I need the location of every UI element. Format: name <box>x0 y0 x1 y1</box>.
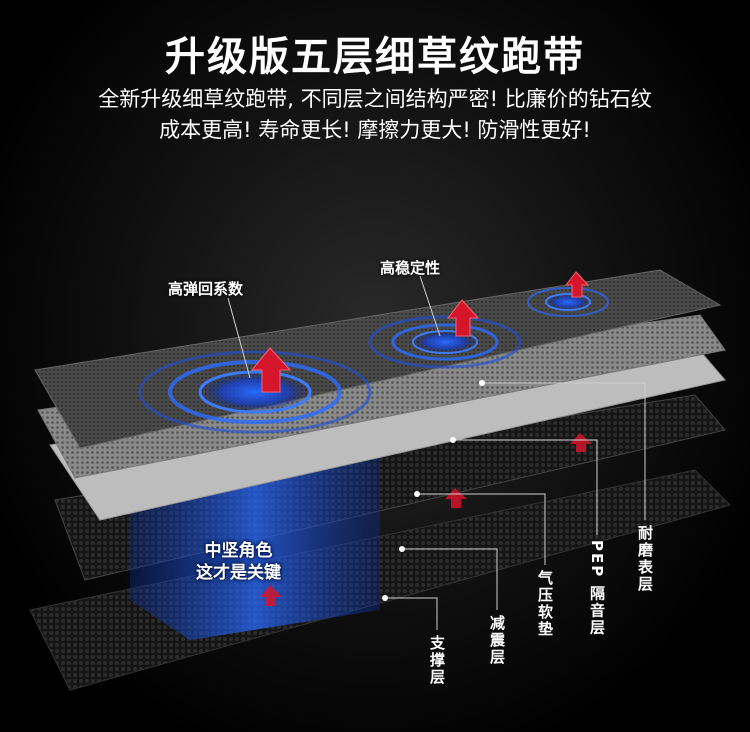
page-title: 升级版五层细草纹跑带 <box>165 34 585 80</box>
arrow-up-icon <box>446 299 480 337</box>
leader-lines <box>385 382 646 630</box>
subtitle-line-2: 成本更高! 寿命更长! 摩擦力更大! 防滑性更好! <box>159 118 591 142</box>
label-air-cushion: 气压软垫 <box>536 570 554 638</box>
arrow-up-icon <box>564 271 590 298</box>
label-shock-absorb: 减震层 <box>488 615 506 666</box>
ripple-middle <box>368 315 522 369</box>
core-note: 中坚角色 这才是关键 <box>196 540 281 584</box>
label-wear-surface: 耐磨表层 <box>636 525 654 593</box>
arrow-up-icon <box>260 585 282 606</box>
ripple-right <box>527 287 609 317</box>
subtitle-line-1: 全新升级细草纹跑带, 不同层之间结构严密! 比廉价的钻石纹 <box>98 87 652 111</box>
label-high-stability: 高稳定性 <box>380 259 441 277</box>
label-high-rebound: 高弹回系数 <box>168 280 244 298</box>
core-note-line-2: 这才是关键 <box>196 563 281 583</box>
ripple-left <box>138 350 372 434</box>
pointer-high-stability <box>419 275 441 337</box>
pointer-high-rebound <box>227 297 251 379</box>
arrow-up-icon <box>250 347 292 393</box>
arrow-up-icon <box>445 488 467 508</box>
subtitle: 全新升级细草纹跑带, 不同层之间结构严密! 比廉价的钻石纹 成本更高! 寿命更长… <box>0 84 750 146</box>
label-support: 支撑层 <box>428 635 446 686</box>
arrow-up-icon <box>570 433 592 452</box>
label-pep-insulation: PEP 隔音层 <box>588 540 606 637</box>
core-note-line-1: 中坚角色 <box>204 541 273 561</box>
